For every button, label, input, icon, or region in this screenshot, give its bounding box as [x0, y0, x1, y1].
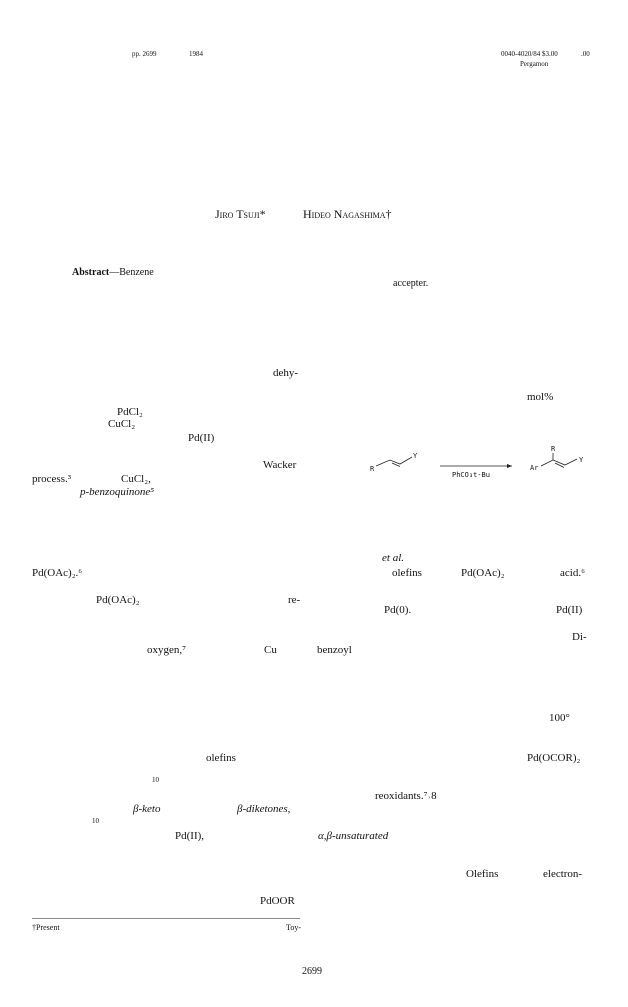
left-word-pdoac2-ref: Pd(OAc)₂.⁶ [32, 567, 83, 579]
left-word-process: process.³ [32, 473, 72, 485]
footnote-present: †Present [32, 923, 60, 932]
header-issn-price: 0040-4020/84 $3.00 [501, 50, 558, 58]
abstract-label: Abstract [72, 267, 110, 278]
scheme-y-left: Y [413, 452, 418, 460]
scheme-r-top: R [551, 445, 556, 453]
header-publisher: Pergamon [520, 60, 549, 68]
page-number: 2699 [302, 966, 322, 977]
left-word-dehy: dehy- [273, 367, 299, 379]
left-word-ref10b: 10 [92, 817, 99, 825]
left-word-pd-ii: Pd(II) [188, 432, 215, 444]
left-word-beta-keto: β-keto [133, 803, 161, 815]
product-double-bond [554, 462, 565, 468]
right-word-olefins: olefins [392, 567, 422, 579]
left-word-beta-diketones: β-diketones, [237, 803, 291, 815]
left-word-cu: Cu [264, 644, 277, 656]
header-issn-suffix: .00 [581, 50, 590, 58]
right-word-electron: electron- [543, 868, 583, 880]
footnote-rule [32, 918, 300, 919]
scheme-reagent: PhCO₃t-Bu [452, 471, 490, 479]
right-word-pdoac2: Pd(OAc)₂ [461, 567, 505, 579]
left-word-cucl2: CuCl₂ [108, 418, 136, 430]
right-word-mol-percent: mol% [527, 391, 554, 403]
right-word-pd-ii: Pd(II) [556, 604, 583, 616]
left-word-pd-ii-comma: Pd(II), [175, 830, 205, 842]
right-word-acid: acid.⁶ [560, 567, 585, 579]
left-word-re: re- [288, 594, 301, 606]
left-word-pdoor: PdOOR [260, 895, 295, 907]
scheme-r-left: R [370, 465, 375, 473]
left-word-olefins: olefins [206, 752, 236, 764]
right-word-reoxidants: reoxidants.⁷˒8 [375, 790, 437, 802]
reactant-double-bond [391, 462, 401, 467]
abstract-accepter: accepter. [393, 278, 429, 289]
left-word-pdoac2: Pd(OAc)₂ [96, 594, 140, 606]
left-word-pdcl2: PdCl₂ [117, 406, 143, 418]
left-word-wacker: Wacker [263, 459, 297, 471]
reaction-arrowhead [507, 464, 512, 468]
right-word-pd0: Pd(0). [384, 604, 412, 616]
scheme-y-right: Y [579, 456, 584, 464]
author-2: Hideo Nagashima† [303, 207, 392, 221]
right-word-100-degrees: 100° [549, 712, 570, 724]
left-word-p-benzoquinone: p-benzoquinone⁵ [80, 486, 155, 498]
right-word-alpha-beta-unsaturated: α,β-unsaturated [318, 830, 389, 842]
scheme-ar: Ar [530, 464, 539, 472]
footnote-toy: Toy- [286, 923, 301, 932]
reaction-scheme [375, 453, 578, 468]
reactant-chain [375, 456, 413, 467]
right-word-pdocor2: Pd(OCOR)₂ [527, 752, 581, 764]
left-word-cucl2-comma: CuCl₂, [121, 473, 151, 485]
right-word-di: Di- [572, 631, 587, 643]
abstract-block: Abstract—Benzene [72, 268, 154, 278]
header-pages: pp. 2699 [132, 50, 157, 58]
left-word-ref10a: 10 [152, 776, 159, 784]
right-word-et-al: et al. [382, 552, 404, 564]
right-word-benzoyl: benzoyl [317, 644, 352, 656]
right-word-olefins-cap: Olefins [466, 868, 499, 880]
product-chain [540, 453, 578, 467]
header-year: 1984 [189, 50, 203, 58]
abstract-text: —Benzene [109, 267, 154, 278]
left-word-oxygen: oxygen,⁷ [147, 644, 186, 656]
author-1: Jiro Tsuji* [215, 207, 266, 221]
